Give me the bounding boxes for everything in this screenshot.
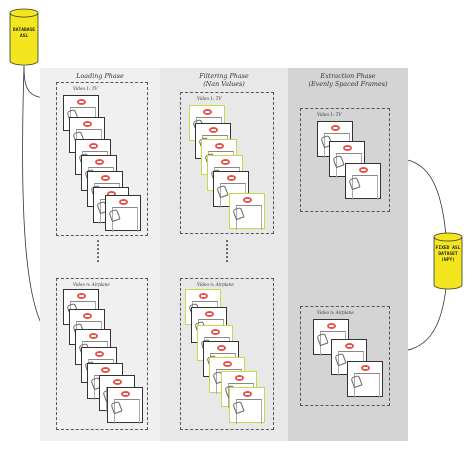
- source-database-label: DATABASE ASL: [12, 28, 36, 39]
- video-frame: [347, 361, 383, 398]
- extraction-videon-group: Video n: Airplane: [300, 306, 390, 406]
- cylinder-icon: [433, 232, 463, 290]
- ellipsis-dots-loading: ••••••: [96, 239, 100, 265]
- filtering-videon-label: Video n: Airplane: [197, 282, 234, 287]
- extraction-video1-label: Video 1: TV: [317, 112, 342, 117]
- video-frame: [105, 195, 141, 232]
- filtered-frame: [229, 193, 265, 230]
- filtering-phase-subtitle: (Nan Values): [203, 80, 245, 88]
- cylinder-icon: [9, 8, 39, 66]
- filtered-frame: [229, 387, 265, 424]
- extraction-phase-title: Extraction Phase: [320, 72, 376, 80]
- output-dataset-cylinder: FIXED ASL DATASET (NPY): [433, 232, 463, 290]
- filtering-video1-label: Video 1: TV: [197, 96, 222, 101]
- loading-phase-title: Loading Phase: [76, 72, 124, 80]
- source-database-cylinder: DATABASE ASL: [9, 8, 39, 66]
- video-frame: [107, 387, 143, 424]
- extraction-videon-label: Video n: Airplane: [317, 310, 354, 315]
- filtering-phase-title: Filtering Phase: [199, 72, 249, 80]
- loading-video1-group: Video 1: TV: [56, 82, 148, 236]
- loading-videon-group: Video n: Airplane: [56, 278, 148, 430]
- loading-videon-label: Video n: Airplane: [73, 282, 110, 287]
- extraction-phase-subtitle: (Evenly Spaced Frames): [308, 80, 388, 88]
- output-dataset-label: FIXED ASL DATASET (NPY): [435, 246, 461, 263]
- filtering-video1-group: Video 1: TV: [180, 92, 274, 234]
- extraction-video1-group: Video 1: TV: [300, 108, 390, 212]
- filtering-videon-group: Video n: Airplane: [180, 278, 274, 430]
- video-frame: [345, 163, 381, 200]
- loading-video1-label: Video 1: TV: [73, 86, 98, 91]
- ellipsis-dots-filtering: ••••••: [225, 239, 229, 265]
